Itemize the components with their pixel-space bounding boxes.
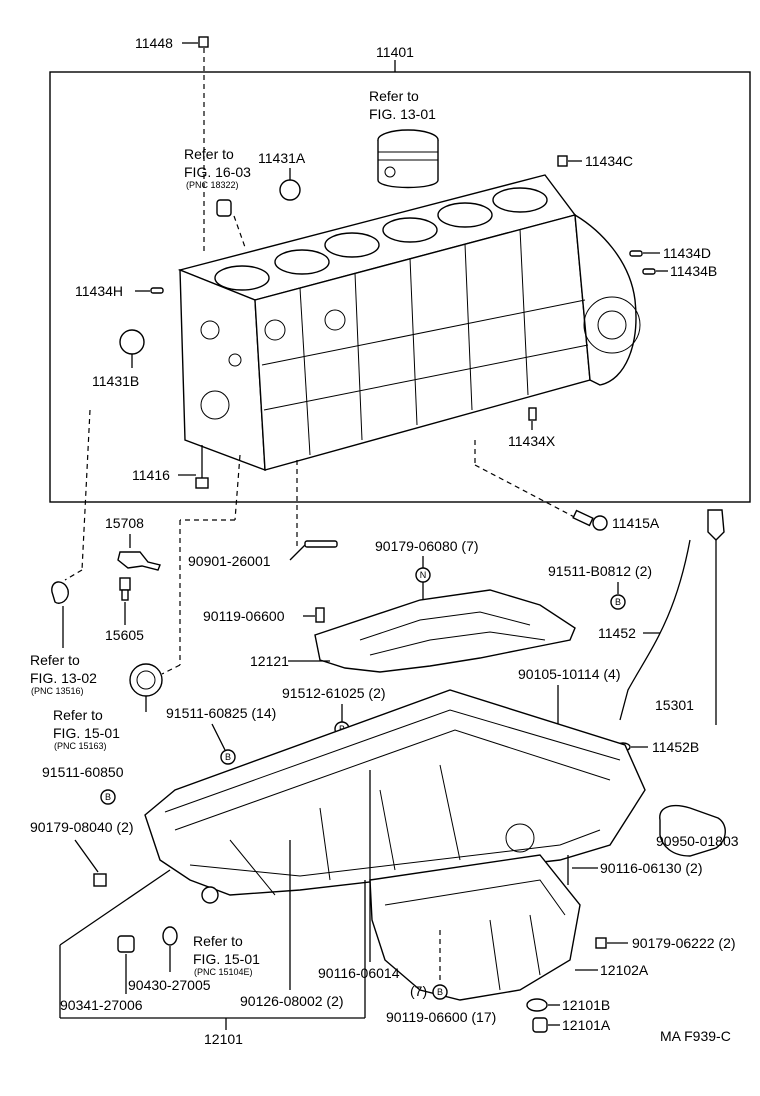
ref-fig-15-01b-line2: FIG. 15-01: [193, 951, 260, 967]
group-label: 11401: [376, 44, 414, 60]
part-12101A: 12101A: [562, 1017, 611, 1033]
bubble-b-1: B: [615, 597, 621, 607]
ref-fig-15-01-pnc: (PNC 15163): [54, 741, 107, 751]
cylinder-block: [177, 174, 641, 472]
part-90126-08002: 90126-08002 (2): [240, 993, 344, 1009]
part-11416: 11416: [132, 467, 170, 483]
part-90116-06014-qty: (7): [410, 983, 427, 999]
part-91511-B0812: 91511-B0812 (2): [548, 563, 652, 579]
part-91511-60825: 91511-60825 (14): [166, 705, 276, 721]
ref-fig-15-01-line1: Refer to: [53, 707, 103, 723]
part-11431A: 11431A: [258, 150, 306, 166]
diagram-code: MA F939-C: [660, 1028, 731, 1044]
ref-fig-13-02-line2: FIG. 13-02: [30, 670, 97, 686]
assembly-box: [49, 71, 751, 503]
part-90119-06600-a: 90119-06600: [203, 608, 285, 624]
part-15605: 15605: [105, 627, 144, 643]
part-15301: 15301: [655, 697, 694, 713]
part-12101B: 12101B: [562, 997, 610, 1013]
part-11434C: 11434C: [585, 153, 633, 169]
ref-fig-16-03-pnc: (PNC 18322): [186, 180, 239, 190]
part-91512-61025: 91512-61025 (2): [282, 685, 386, 701]
bubble-b-5: B: [437, 987, 443, 997]
ref-fig-13-01-line2: FIG. 13-01: [369, 106, 436, 122]
ref-fig-16-03-line1: Refer to: [184, 146, 234, 162]
part-90179-08040: 90179-08040 (2): [30, 819, 134, 835]
part-12121: 12121: [250, 653, 289, 669]
part-11452: 11452: [598, 625, 636, 641]
part-90430-27005: 90430-27005: [128, 977, 211, 993]
ref-fig-16-03-line2: FIG. 16-03: [184, 164, 251, 180]
ref-fig-13-01-line1: Refer to: [369, 88, 419, 104]
part-11434H: 11434H: [75, 283, 123, 299]
ref-fig-13-02-line1: Refer to: [30, 652, 80, 668]
part-11434D: 11434D: [663, 245, 711, 261]
ref-fig-15-01b-pnc: (PNC 15104E): [194, 967, 253, 977]
part-11415A: 11415A: [612, 515, 660, 531]
part-15708: 15708: [105, 515, 144, 531]
part-91511-60850: 91511-60850: [42, 764, 124, 780]
part-11452B: 11452B: [652, 739, 699, 755]
part-90901-26001: 90901-26001: [188, 553, 271, 569]
part-11448: 11448: [135, 35, 173, 51]
piston-illustration: [377, 129, 439, 189]
ref-fig-13-02-pnc: (PNC 13516): [31, 686, 84, 696]
part-90116-06130: 90116-06130 (2): [600, 860, 702, 876]
part-11434B: 11434B: [670, 263, 717, 279]
part-90116-06014: 90116-06014: [318, 965, 400, 981]
ref-fig-15-01-line2: FIG. 15-01: [53, 725, 120, 741]
part-90179-06222: 90179-06222 (2): [632, 935, 736, 951]
oil-pan-lower: [369, 854, 581, 1001]
part-11434X: 11434X: [508, 433, 556, 449]
part-90341-27006: 90341-27006: [60, 997, 143, 1013]
bubble-b-4: B: [105, 792, 111, 802]
bubble-n: N: [420, 570, 427, 580]
part-12101: 12101: [204, 1031, 243, 1047]
part-12102A: 12102A: [600, 962, 649, 978]
bubble-b-3: B: [225, 752, 231, 762]
part-90105-10114: 90105-10114 (4): [518, 666, 620, 682]
part-90950: 90950-01803: [656, 833, 739, 849]
part-11431B: 11431B: [92, 373, 139, 389]
ref-fig-15-01b-line1: Refer to: [193, 933, 243, 949]
part-90179-06080: 90179-06080 (7): [375, 538, 479, 554]
dipstick-guide: [619, 539, 691, 721]
oil-pan-upper: [144, 689, 646, 904]
part-90119-06600-b: 90119-06600 (17): [386, 1009, 496, 1025]
